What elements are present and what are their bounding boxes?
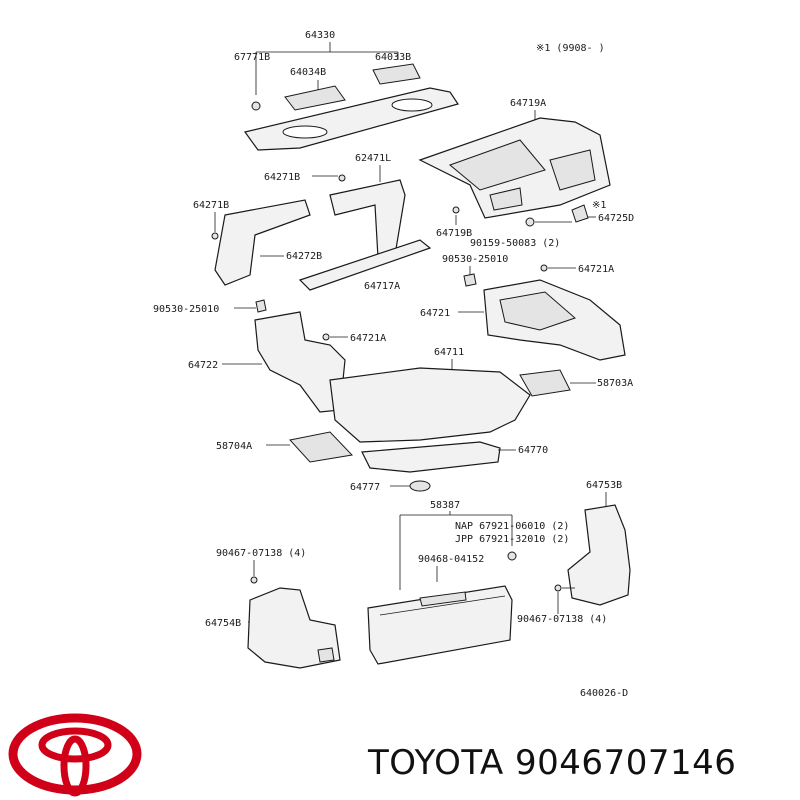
label-58704A: 58704A [216, 441, 252, 452]
label-64777: 64777 [350, 482, 380, 493]
quarter-inner-trim-left: 90467-07138 (4) 64754B [205, 548, 341, 669]
label-90468: 90468-04152 [418, 554, 484, 565]
trunk-front-trim: 64719A [418, 98, 611, 219]
label-64711: 64711 [434, 347, 464, 358]
label-64722: 64722 [188, 360, 218, 371]
label-64721: 64721 [420, 308, 450, 319]
label-jpp: JPP 67921-32010 (2) [455, 534, 569, 545]
label-64721A-a: 64721A [350, 333, 386, 344]
label-90467-b: 90467-07138 (4) [517, 614, 607, 625]
floor-board-right: 58703A [519, 369, 633, 397]
label-64754B: 64754B [205, 618, 241, 629]
drawing-code: 640026-D [580, 688, 628, 699]
label-58703A: 58703A [597, 378, 633, 389]
label-90530-b: 90530-25010 [442, 254, 508, 265]
toyota-logo-icon [8, 713, 142, 797]
label-64719B: 64719B [436, 228, 472, 239]
rear-panel-trim: 58387 NAP 67921-06010 (2) JPP 67921-3201… [367, 500, 569, 665]
label-67771B: 67771B [234, 52, 270, 63]
package-tray-trim: 64330 67771B 64034B 64033B [234, 30, 459, 151]
trunk-side-trim: ※1 64725D 90159-50083 (2) 90530-25010 64… [420, 200, 634, 361]
label-64770: 64770 [518, 445, 548, 456]
label-64033B: 64033B [375, 52, 411, 63]
label-64330: 64330 [305, 30, 335, 41]
label-64717A: 64717A [364, 281, 400, 292]
label-62471L: 62471L [355, 153, 391, 164]
trunk-floor-mat: 64711 [329, 347, 531, 443]
mark-1a: ※1 [592, 200, 606, 211]
label-64725D: 64725D [598, 213, 634, 224]
floor-board-left: 58704A [216, 431, 354, 463]
label-58387: 58387 [430, 500, 460, 511]
label-64721A-b: 64721A [578, 264, 614, 275]
quarter-trims: 62471L 64271B 64271B 64272B 64719B 64717… [193, 153, 472, 292]
brand-part-number: TOYOTA 9046707146 [367, 743, 736, 783]
note-revision: ※1 (9908- ) [536, 43, 605, 54]
hole-plug: 64777 [350, 480, 431, 493]
label-90159: 90159-50083 (2) [470, 238, 560, 249]
label-64271B-b: 64271B [193, 200, 229, 211]
quarter-inner-trim-right: 64753B 90467-07138 (4) [517, 480, 631, 625]
label-64034B: 64034B [290, 67, 326, 78]
label-64272B: 64272B [286, 251, 322, 262]
trunk-mat: 64770 [361, 441, 548, 473]
label-64271B-a: 64271B [264, 172, 300, 183]
label-64719A: 64719A [510, 98, 546, 109]
label-90467-a: 90467-07138 (4) [216, 548, 306, 559]
label-64753B: 64753B [586, 480, 622, 491]
label-nap: NAP 67921-06010 (2) [455, 521, 569, 532]
label-90530-a: 90530-25010 [153, 304, 219, 315]
